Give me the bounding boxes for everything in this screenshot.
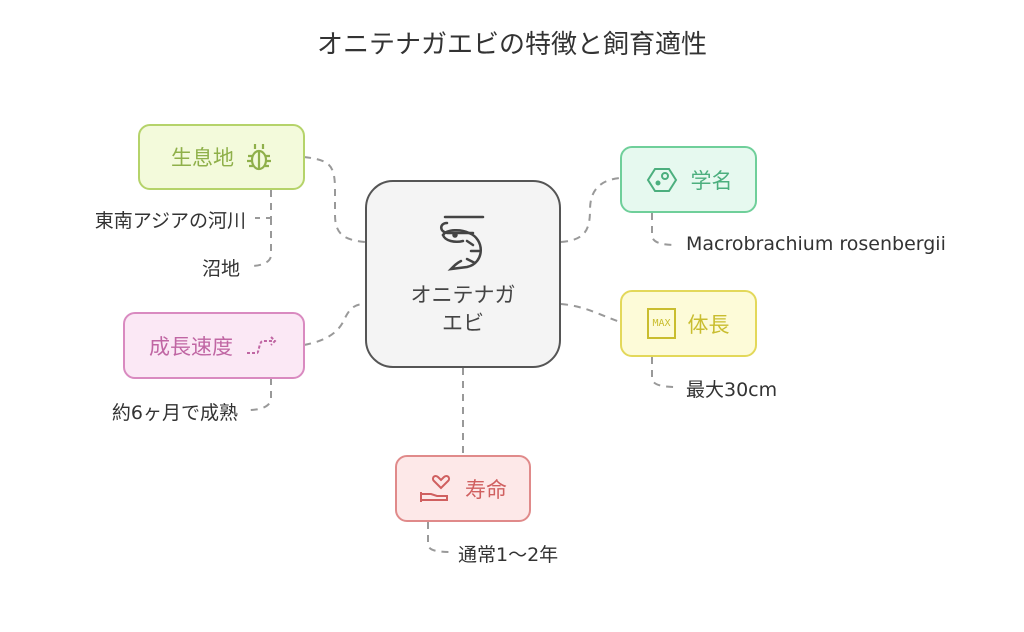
- node-body-length[interactable]: MAX 体長: [620, 290, 757, 357]
- central-label-line1: オニテナガ: [410, 283, 516, 307]
- habitat-leaf-swamp: 沼地: [201, 258, 240, 280]
- connector-sciname-leaf: [651, 213, 677, 246]
- connector-lifespan-leaf: [427, 522, 451, 553]
- connector-habitat: [303, 156, 366, 243]
- connector-length-leaf: [651, 357, 677, 388]
- connector-growth-leaf: [247, 378, 272, 411]
- growth-label: 成長速度: [149, 334, 233, 359]
- connector-habitat-leaf1: [255, 190, 272, 219]
- step-arrow-icon: [247, 335, 277, 354]
- diagram-title: オニテナガエビの特徴と飼育適性: [316, 30, 707, 60]
- central-topic[interactable]: オニテナガ エビ: [365, 180, 561, 368]
- habitat-leaf-river: 東南アジアの河川: [94, 210, 246, 232]
- body-length-leaf: 最大30cm: [686, 379, 778, 401]
- connector-habitat-leaf2: [249, 218, 272, 267]
- heart-hand-icon: [420, 474, 451, 502]
- node-growth[interactable]: 成長速度: [123, 312, 305, 379]
- connector-growth: [303, 303, 366, 346]
- max-icon: MAX: [647, 308, 676, 339]
- growth-leaf: 約6ヶ月で成熟: [111, 402, 238, 424]
- lifespan-leaf: 通常1〜2年: [458, 544, 559, 566]
- scientific-name-leaf: Macrobrachium rosenbergii: [686, 233, 946, 255]
- beetle-icon: [247, 144, 271, 171]
- central-label-line2: エビ: [442, 311, 484, 335]
- cell-icon: [646, 167, 677, 192]
- node-habitat[interactable]: 生息地: [138, 124, 305, 190]
- shrimp-icon: [440, 215, 485, 271]
- lifespan-label: 寿命: [465, 477, 507, 502]
- connector-sciname: [560, 177, 621, 243]
- node-scientific-name[interactable]: 学名: [620, 146, 757, 213]
- node-lifespan[interactable]: 寿命: [395, 455, 531, 522]
- habitat-label: 生息地: [171, 146, 234, 170]
- connector-length: [560, 303, 621, 323]
- body-length-label: 体長: [687, 312, 730, 337]
- scientific-name-label: 学名: [690, 168, 733, 193]
